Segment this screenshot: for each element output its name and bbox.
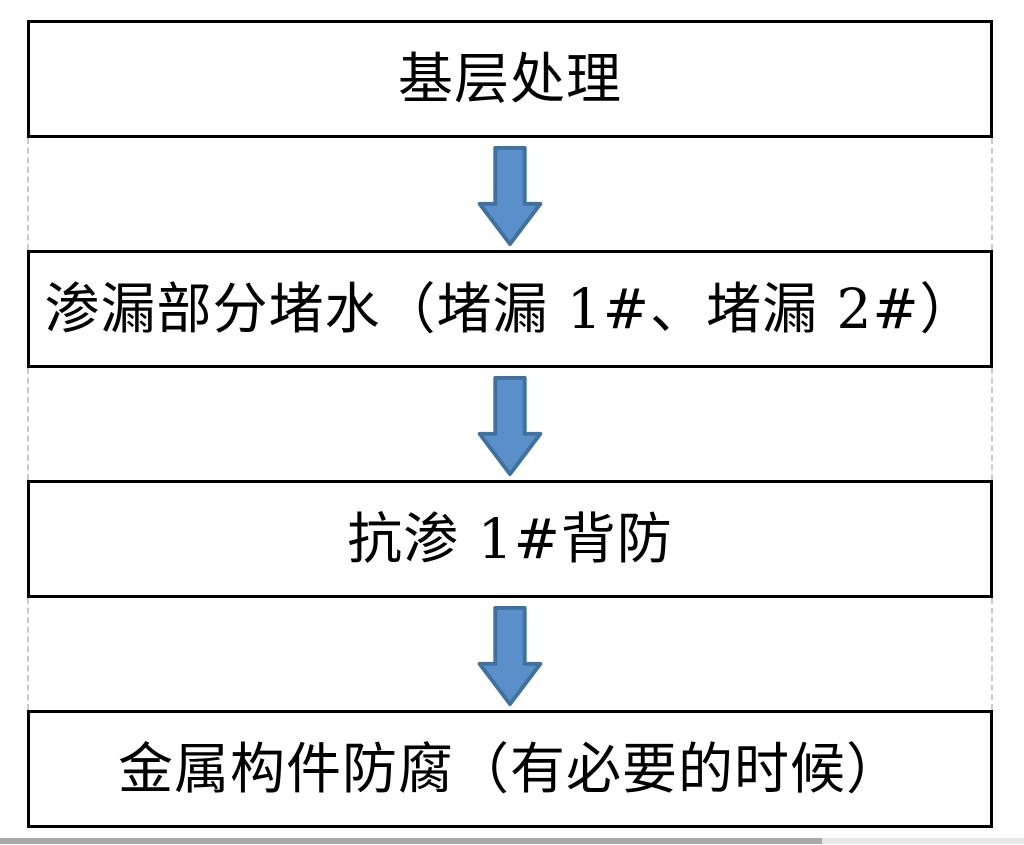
flow-step-3-label: 抗渗 1#背防 <box>347 506 673 571</box>
flow-step-3: 抗渗 1#背防 <box>27 480 993 598</box>
flow-step-1: 基层处理 <box>27 20 993 138</box>
down-arrow-icon <box>477 605 543 707</box>
connector-1 <box>27 138 993 250</box>
connector-3 <box>27 598 993 710</box>
down-arrow-shape <box>477 145 543 247</box>
connector-2 <box>27 368 993 480</box>
flowchart: 基层处理 渗漏部分堵水（堵漏 1#、堵漏 2#） 抗渗 1#背防 金属构件防腐（… <box>27 20 993 828</box>
flow-step-2-label: 渗漏部分堵水（堵漏 1#、堵漏 2#） <box>44 276 976 341</box>
down-arrow-icon <box>477 145 543 247</box>
flow-step-1-label: 基层处理 <box>397 46 622 111</box>
down-arrow-shape <box>477 605 543 707</box>
down-arrow-icon <box>477 375 543 477</box>
scrollbar-thumb[interactable] <box>0 838 822 844</box>
down-arrow-shape <box>477 375 543 477</box>
flow-step-4: 金属构件防腐（有必要的时候） <box>27 710 993 828</box>
horizontal-scrollbar[interactable] <box>0 838 1024 844</box>
flow-step-4-label: 金属构件防腐（有必要的时候） <box>117 736 902 801</box>
flow-step-2: 渗漏部分堵水（堵漏 1#、堵漏 2#） <box>27 250 993 368</box>
